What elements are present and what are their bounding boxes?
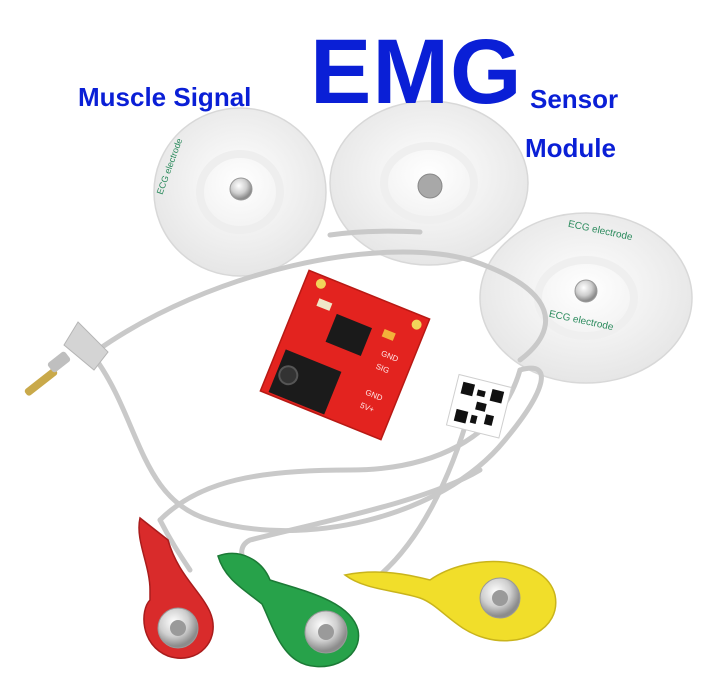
lead-yellow [343,560,557,642]
title-emg: EMG [310,21,523,123]
electrode-pad-center [329,100,529,266]
lead-red [138,516,214,659]
lead-green [217,552,360,668]
audio-jack-plug [24,321,109,396]
title-sensor: Sensor [530,84,619,114]
electrode-pad-left: ECG electrode [153,107,327,277]
electrode-pad-right: ECG electrode ECG electrode [479,212,693,384]
sensor-board: GND SIG GND 5V+ [259,269,431,441]
title-module: Module [525,133,616,163]
title-muscle-signal: Muscle Signal [78,82,252,112]
qr-code-tag [445,373,513,439]
